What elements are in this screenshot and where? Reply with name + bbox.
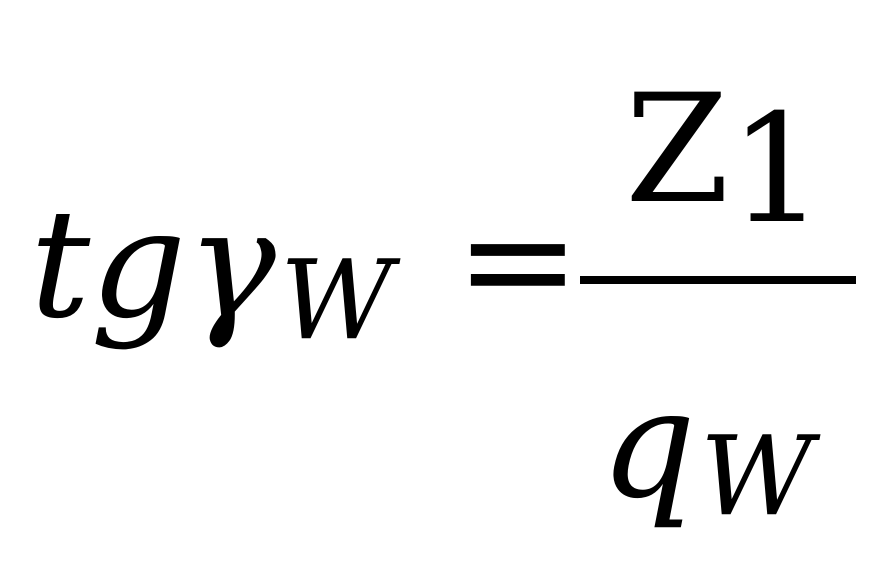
formula-lhs: tgγW: [30, 190, 393, 364]
denominator-base: q: [600, 358, 697, 532]
numerator-base: Z: [625, 63, 730, 237]
lhs-subscript: W: [279, 236, 394, 364]
equals-sign: =: [455, 174, 581, 348]
numerator-subscript: 1: [729, 83, 825, 257]
fraction-denominator: qW: [600, 370, 813, 540]
lhs-base: tgγ: [30, 178, 276, 352]
fraction-bar: [580, 276, 856, 284]
denominator-subscript: W: [700, 412, 814, 540]
fraction-numerator: Z1: [625, 70, 825, 250]
